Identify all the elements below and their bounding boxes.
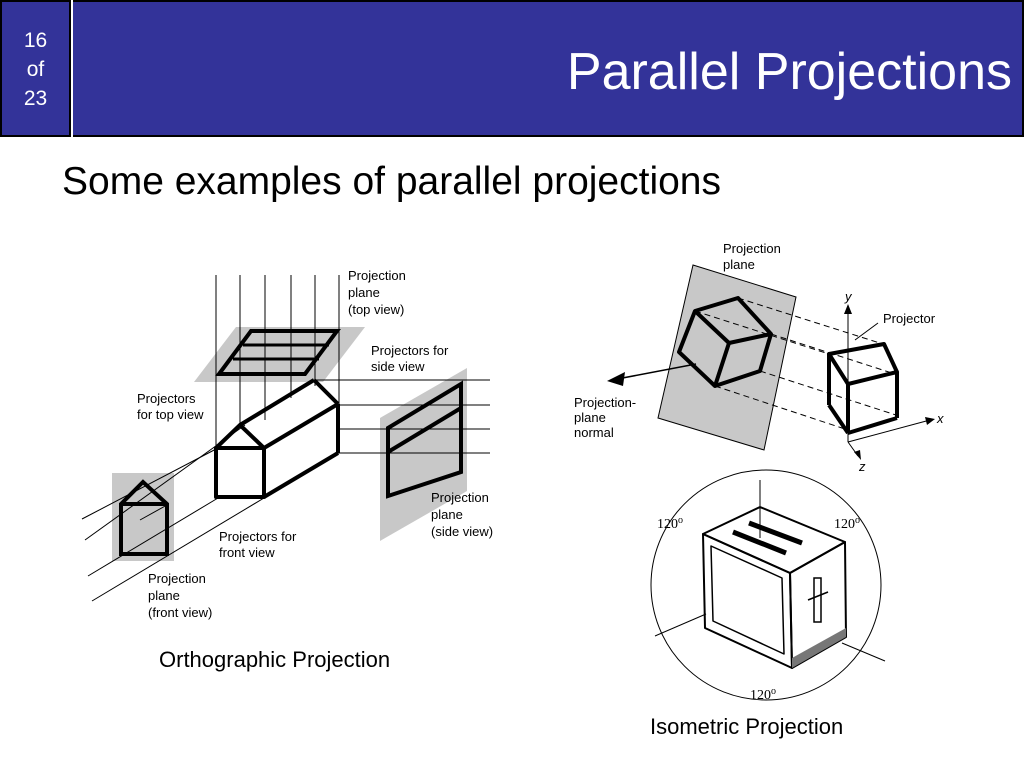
- label-plane-top: Projection plane (top view): [348, 268, 409, 317]
- label-plane-normal: Projection- plane normal: [574, 395, 640, 440]
- isometric-diagram: 120o 120o 120o: [650, 469, 886, 703]
- title-bar: Parallel Projections: [73, 0, 1024, 137]
- slide-header: 16 of 23 Parallel Projections: [0, 0, 1024, 139]
- label-projectors-front: Projectors for front view: [219, 529, 300, 560]
- house-object: [214, 378, 340, 499]
- top-view-projectors: [215, 275, 340, 448]
- front-view-shape: [119, 479, 169, 556]
- slide-number: 16: [23, 29, 48, 52]
- slide-of-label: of: [26, 58, 45, 81]
- label-projectors-top: Projectors for top view: [137, 391, 204, 422]
- z-axis-arrowhead: [854, 450, 861, 460]
- front-view-projectors: [81, 424, 265, 602]
- x-axis-arrowhead: [925, 417, 935, 425]
- slide-counter: 16 of 23: [0, 0, 71, 137]
- y-axis-arrowhead: [844, 304, 852, 314]
- toaster-slots: [732, 520, 803, 556]
- cube-object: [827, 342, 899, 435]
- label-projectors-side: Projectors for side view: [371, 343, 452, 374]
- top-view-shape: [215, 329, 341, 376]
- projector-pointer: [854, 322, 879, 341]
- label-oblique-plane: Projection plane: [723, 241, 784, 272]
- toaster-lever: [807, 577, 829, 623]
- label-plane-side: Projection plane (side view): [431, 490, 493, 539]
- axis-label-x: x: [936, 411, 944, 426]
- label-projector: Projector: [883, 311, 936, 326]
- isometric-caption: Isometric Projection: [650, 714, 844, 739]
- axis-label-z: z: [858, 459, 866, 474]
- plane-normal-line: [611, 363, 697, 381]
- plane-normal-arrowhead: [607, 372, 625, 386]
- top-projection-plane: [194, 327, 365, 382]
- oblique-projection-plane: [657, 264, 797, 451]
- angle-left-label: 120o: [657, 515, 683, 532]
- label-plane-front: Projection plane (front view): [148, 571, 212, 620]
- isometric-circle: [650, 469, 882, 701]
- orthographic-caption: Orthographic Projection: [159, 647, 391, 672]
- side-view-projectors: [314, 379, 490, 454]
- toaster-base: [792, 628, 846, 668]
- side-projection-plane: [380, 368, 467, 541]
- angle-bottom-label: 120o: [750, 686, 776, 703]
- slide-title: Parallel Projections: [566, 43, 1012, 101]
- side-view-shape: [386, 380, 463, 499]
- orthographic-diagram: Projection plane (top view) Projectors f…: [81, 268, 493, 620]
- oblique-diagram: Projection plane Projector Projection- p…: [574, 241, 944, 474]
- angle-right-label: 120o: [834, 515, 860, 532]
- axis-label-y: y: [844, 289, 853, 304]
- slide-total: 23: [23, 87, 48, 110]
- slide-subtitle: Some examples of parallel projections: [62, 160, 722, 203]
